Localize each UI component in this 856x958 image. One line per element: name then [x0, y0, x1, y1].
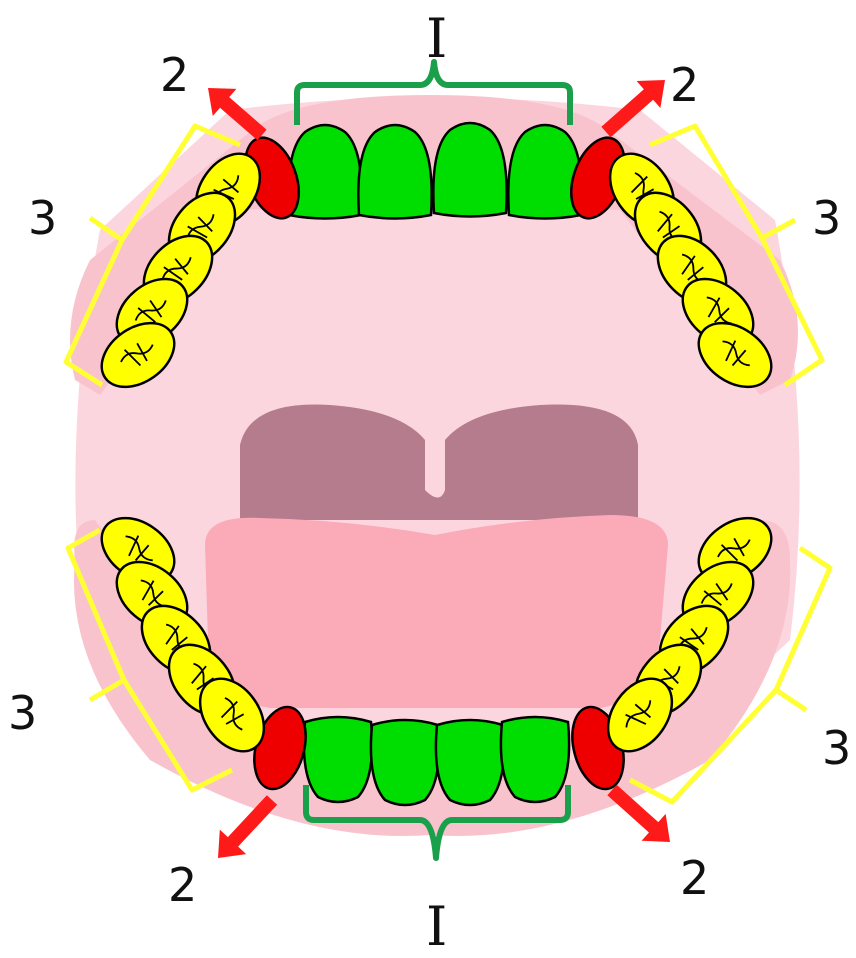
- label-canine-bottom-left: 2: [168, 862, 197, 908]
- label-canine-top-right: 2: [670, 62, 699, 108]
- label-canine-top-left: 2: [160, 52, 189, 98]
- label-incisors-top: I: [426, 12, 447, 66]
- incisor-lower-3: [436, 720, 504, 805]
- label-canine-bottom-right: 2: [680, 855, 709, 901]
- incisor-upper-3: [433, 123, 506, 217]
- incisor-upper-4: [508, 125, 581, 219]
- label-molars-top-right: 3: [812, 195, 841, 241]
- incisor-lower-2: [371, 720, 439, 805]
- incisor-upper-1: [288, 125, 361, 219]
- label-molars-bottom-left: 3: [8, 690, 37, 736]
- incisor-lower-4: [501, 717, 569, 802]
- incisor-upper-2: [358, 125, 431, 219]
- label-molars-top-left: 3: [28, 195, 57, 241]
- label-molars-bottom-right: 3: [822, 725, 851, 771]
- incisor-lower-1: [304, 717, 372, 802]
- tongue: [205, 515, 668, 708]
- label-incisors-bottom: I: [426, 900, 447, 954]
